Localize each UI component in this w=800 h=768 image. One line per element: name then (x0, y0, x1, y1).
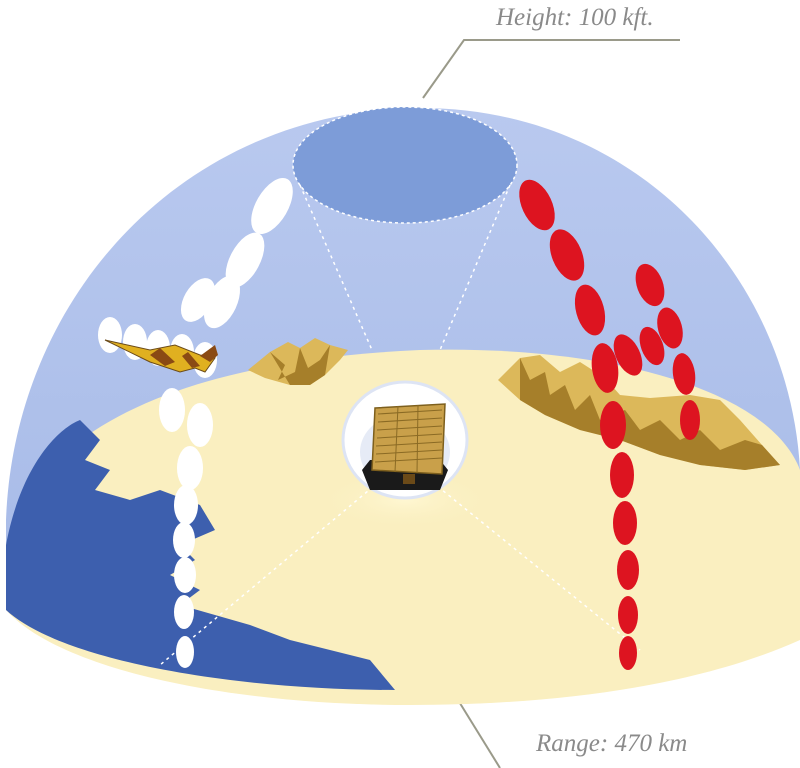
height-leader-line (423, 40, 680, 98)
zenith-cap (293, 107, 517, 223)
range-label: Range: 470 km (536, 730, 687, 758)
height-label: Height: 100 kft. (496, 4, 654, 32)
range-leader-line (458, 700, 500, 768)
